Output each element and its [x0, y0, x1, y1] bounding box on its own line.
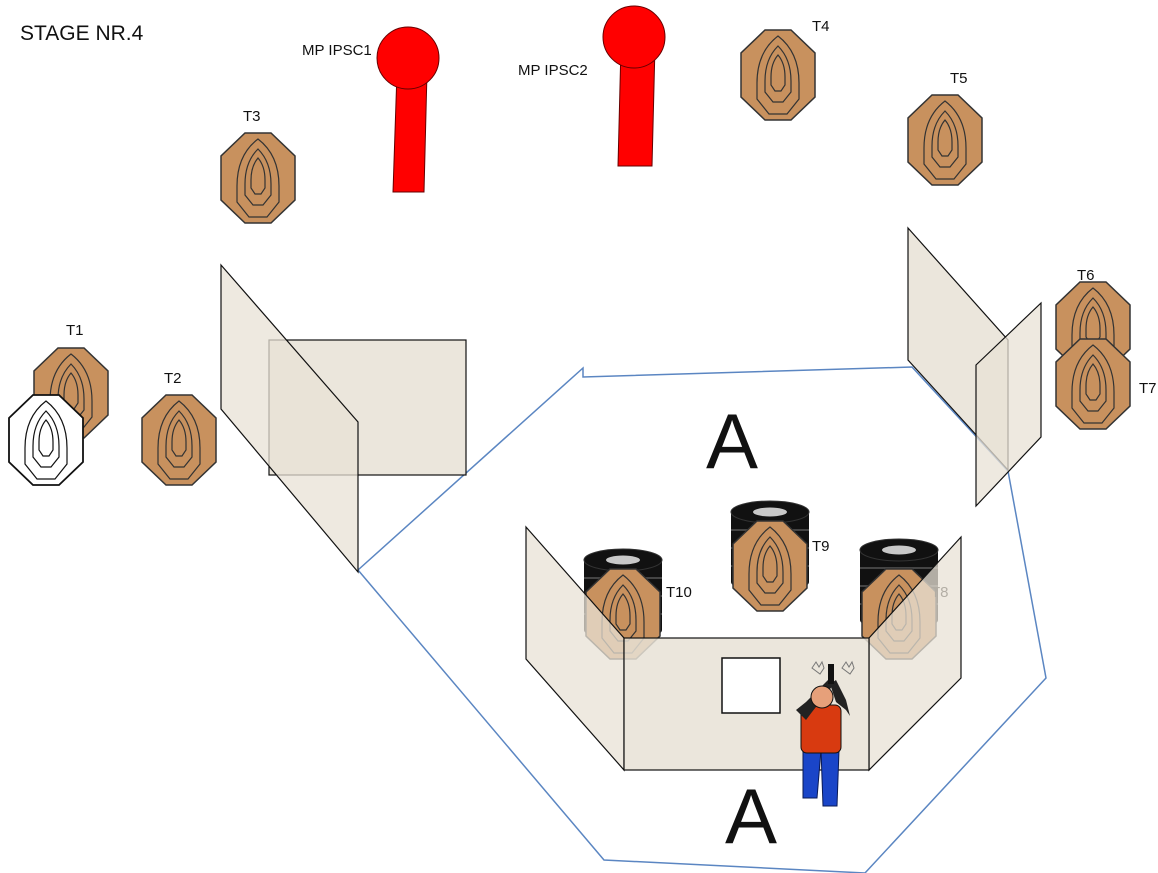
- label-t4: T4: [812, 18, 830, 35]
- label-t7: T7: [1139, 380, 1157, 397]
- popper-mp1: [376, 26, 440, 193]
- target-t5: [907, 94, 983, 186]
- label-t3: T3: [243, 108, 261, 125]
- target-t4: [740, 29, 816, 121]
- page-title: STAGE NR.4: [20, 22, 144, 45]
- label-t2: T2: [164, 370, 182, 387]
- label-mp2: MP IPSC2: [518, 62, 588, 79]
- target-t9: [732, 520, 808, 612]
- target-t7: [1055, 338, 1131, 430]
- label-t10: T10: [666, 584, 692, 601]
- target-t3: [220, 132, 296, 224]
- area-label-upper: A: [706, 397, 758, 485]
- barricade-window: [721, 657, 781, 714]
- label-mp1: MP IPSC1: [302, 42, 372, 59]
- popper-mp2: [602, 5, 666, 167]
- target-t2: [141, 394, 217, 486]
- shooter-figure: [796, 660, 855, 807]
- no-shoot-target: [8, 394, 84, 486]
- label-t9: T9: [812, 538, 830, 555]
- angled-wall-left: [220, 263, 359, 574]
- left-walls: [220, 263, 467, 574]
- right-walls: [907, 226, 1042, 508]
- area-label-lower: A: [725, 772, 777, 860]
- angled-wall-right-front: [975, 301, 1042, 508]
- label-t5: T5: [950, 70, 968, 87]
- label-t1: T1: [66, 322, 84, 339]
- label-t6: T6: [1077, 267, 1095, 284]
